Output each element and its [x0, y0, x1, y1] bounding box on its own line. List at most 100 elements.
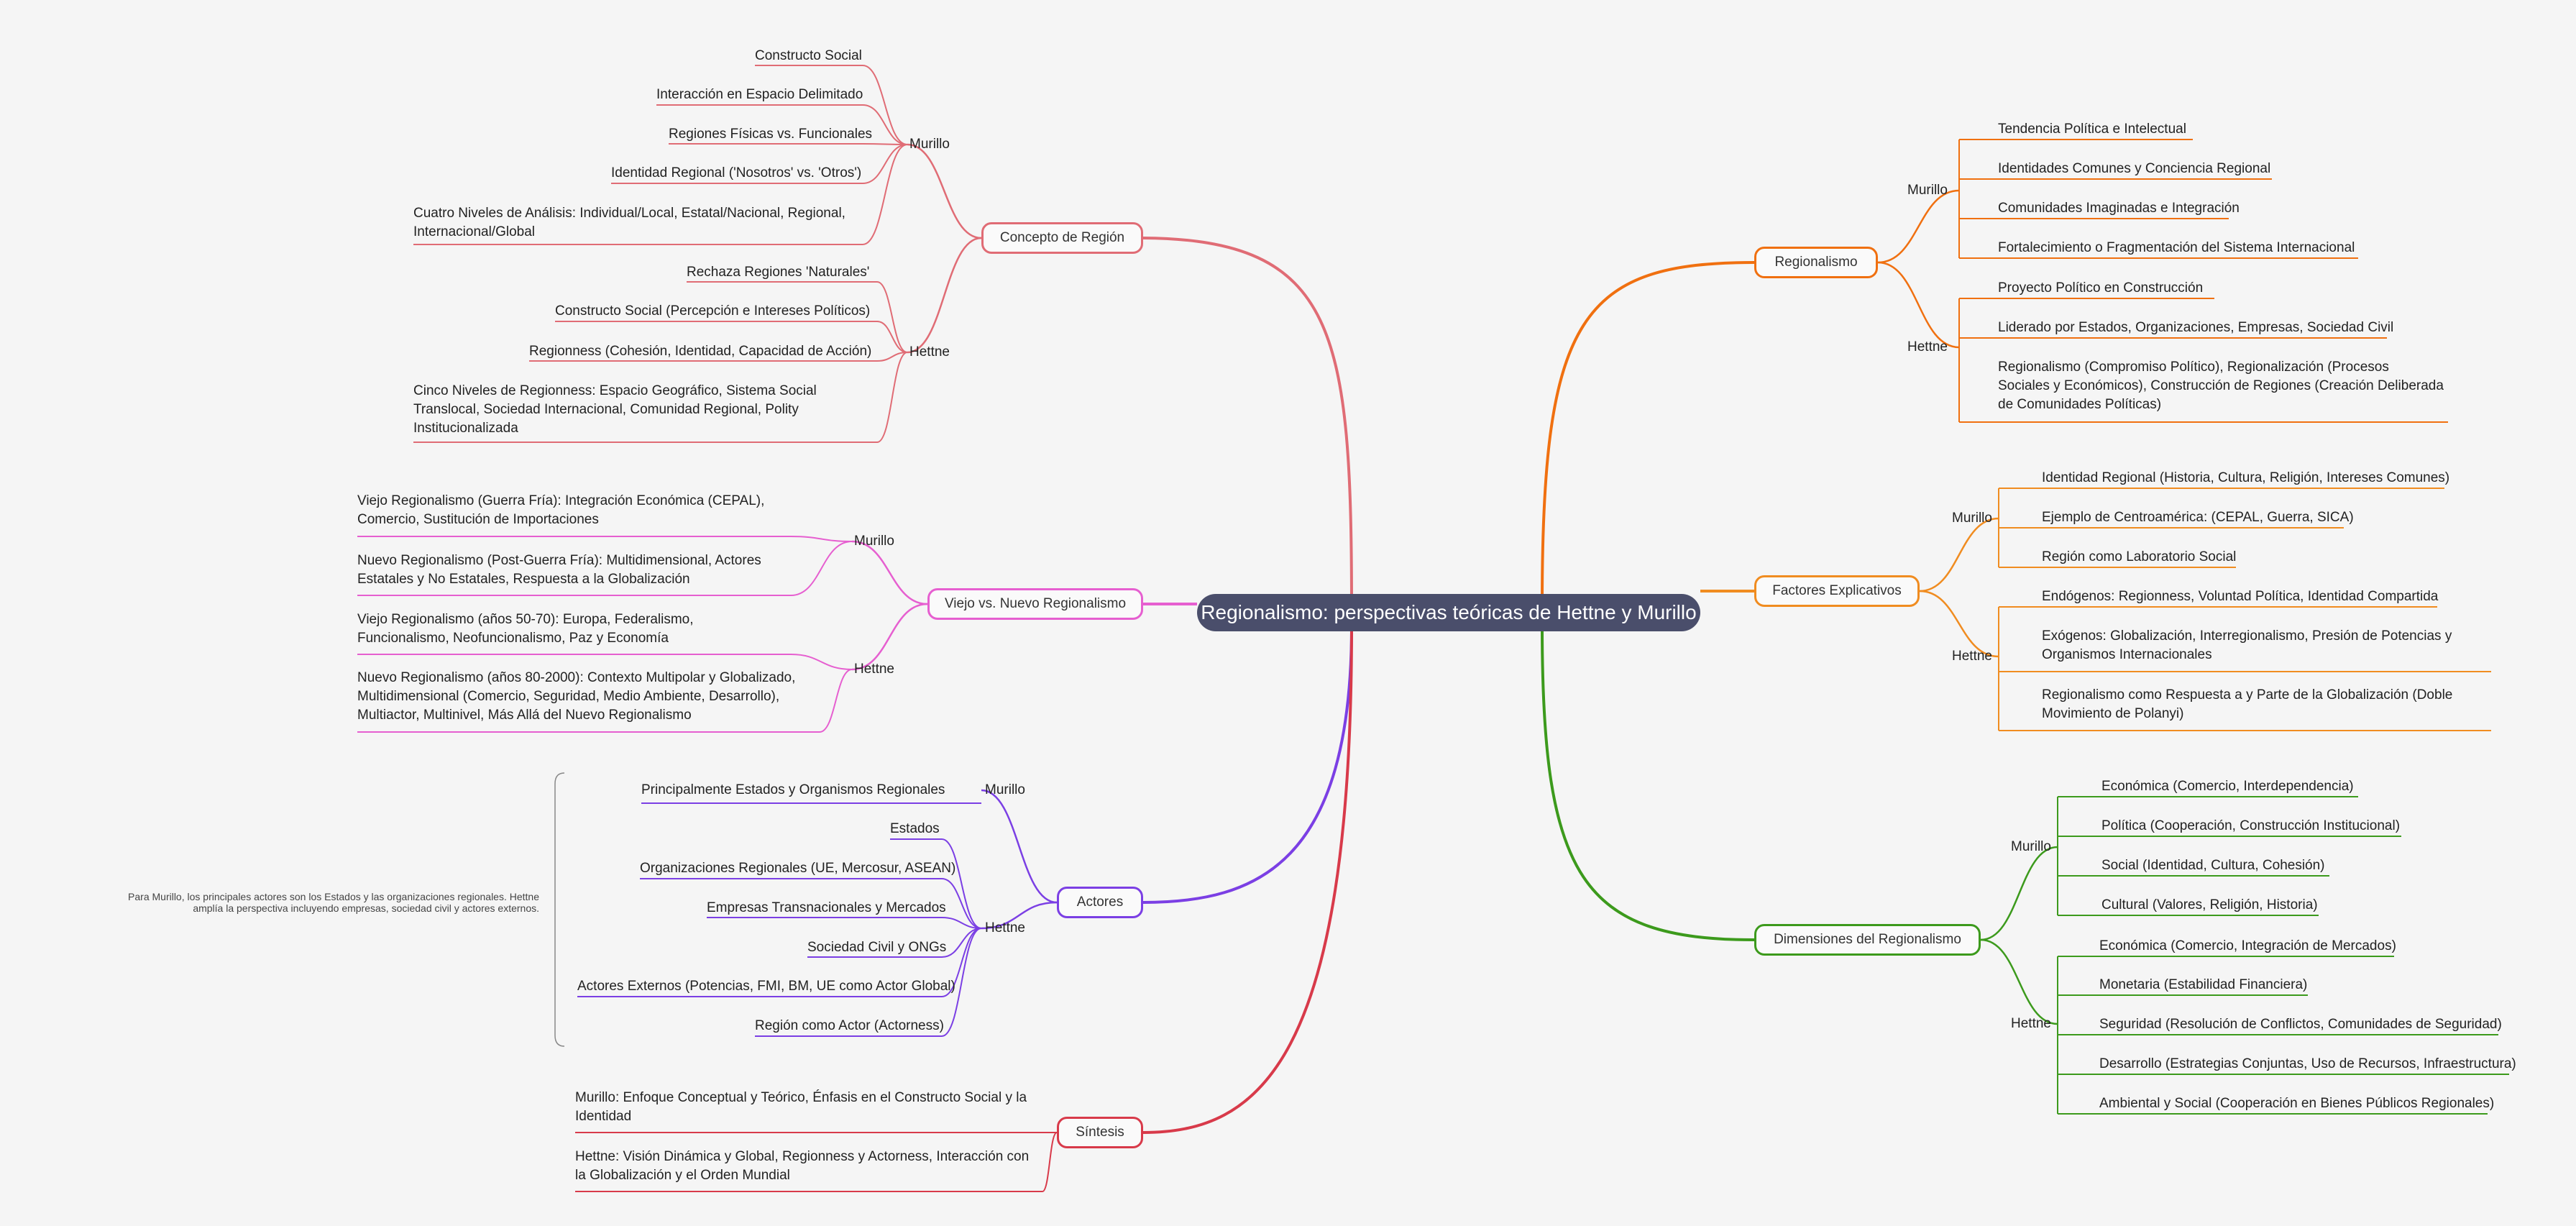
concepto-murillo-item-2[interactable]: Interacción en Espacio Delimitado — [656, 87, 863, 102]
branch-regionalismo[interactable]: Regionalismo — [1754, 247, 1878, 278]
branch-sintesis[interactable]: Síntesis — [1057, 1117, 1143, 1148]
factores-hettne-label[interactable]: Hettne — [1952, 649, 1992, 664]
edge-concepto-murillo-leaf-4 — [862, 144, 908, 184]
concepto-murillo-item-3[interactable]: Regiones Físicas vs. Funcionales — [669, 127, 873, 142]
edge-sintesis-leaf-2 — [1042, 1132, 1058, 1192]
dimensiones-murillo-label[interactable]: Murillo — [2011, 839, 2051, 854]
edge-actores-hettne — [981, 901, 1058, 930]
actores-hettne-label[interactable]: Hettne — [985, 920, 1025, 935]
sintesis-item-2[interactable]: Hettne: Visión Dinámica y Global, Region… — [575, 1149, 1030, 1183]
concepto-murillo-item-1[interactable]: Constructo Social — [755, 48, 862, 63]
dimensiones-murillo-item-3[interactable]: Social (Identidad, Cultura, Cohesión) — [2101, 858, 2325, 873]
edge-factores-hettne — [1919, 590, 1999, 658]
viejo-hettne-item-2[interactable]: Nuevo Regionalismo (años 80-2000): Conte… — [357, 670, 796, 723]
edge-viejo-hettne-leaf-2 — [819, 669, 853, 733]
dimensiones-hettne-item-1[interactable]: Económica (Comercio, Integración de Merc… — [2099, 938, 2396, 953]
actores-hettne-item-2[interactable]: Organizaciones Regionales (UE, Mercosur,… — [640, 861, 956, 876]
edge-actores-murillo — [981, 789, 1058, 904]
concepto-murillo-item-4[interactable]: Identidad Regional ('Nosotros' vs. 'Otro… — [611, 165, 862, 180]
edge-root-sintesis — [1142, 625, 1353, 1134]
concepto-murillo-label[interactable]: Murillo — [909, 137, 950, 152]
regionalismo-murillo-label[interactable]: Murillo — [1907, 183, 1948, 198]
actores-hettne-item-1[interactable]: Estados — [890, 821, 940, 836]
edge-factores-murillo — [1919, 517, 1999, 593]
edge-root-regionalismo — [1541, 261, 1755, 605]
actores-murillo-item-1[interactable]: Principalmente Estados y Organismos Regi… — [641, 782, 945, 797]
sintesis-item-1[interactable]: Murillo: Enfoque Conceptual y Teórico, É… — [575, 1090, 1027, 1124]
factores-hettne-item-2[interactable]: Exógenos: Globalización, Interregionalis… — [2042, 628, 2452, 662]
regionalismo-murillo-item-4[interactable]: Fortalecimiento o Fragmentación del Sist… — [1998, 240, 2355, 255]
edge-viejo-hettne-leaf-1 — [790, 654, 853, 670]
regionalismo-murillo-item-3[interactable]: Comunidades Imaginadas e Integración — [1998, 201, 2240, 216]
edge-root-actores — [1142, 625, 1353, 904]
edge-actores-hettne-leaf-2 — [941, 878, 982, 929]
edge-viejo-hettne — [851, 603, 928, 671]
viejo-hettne-label[interactable]: Hettne — [854, 662, 894, 677]
edge-actores-hettne-leaf-5 — [941, 928, 982, 997]
actores-note-bracket — [554, 772, 565, 1047]
actores-murillo-label[interactable]: Murillo — [985, 782, 1025, 797]
regionalismo-hettne-label[interactable]: Hettne — [1907, 339, 1948, 354]
edge-actores-hettne-leaf-3 — [941, 917, 982, 929]
dimensiones-hettne-item-4[interactable]: Desarrollo (Estrategias Conjuntas, Uso d… — [2099, 1056, 2516, 1071]
edge-root-concepto — [1142, 237, 1353, 613]
factores-murillo-item-2[interactable]: Ejemplo de Centroamérica: (CEPAL, Guerra… — [2042, 510, 2354, 525]
edge-viejo-murillo-leaf-1 — [790, 536, 853, 542]
dimensiones-murillo-item-4[interactable]: Cultural (Valores, Religión, Historia) — [2101, 897, 2318, 912]
edge-concepto-hettne-leaf-3 — [876, 352, 908, 362]
dimensiones-hettne-item-5[interactable]: Ambiental y Social (Cooperación en Biene… — [2099, 1096, 2495, 1111]
edge-concepto-murillo — [907, 143, 982, 239]
dimensiones-murillo-item-2[interactable]: Política (Cooperación, Construcción Inst… — [2101, 818, 2401, 833]
branch-factores-explicativos[interactable]: Factores Explicativos — [1754, 575, 1920, 607]
viejo-murillo-label[interactable]: Murillo — [854, 534, 894, 549]
factores-murillo-item-3[interactable]: Región como Laboratorio Social — [2042, 549, 2237, 564]
regionalismo-hettne-item-3[interactable]: Regionalismo (Compromiso Político), Regi… — [1998, 360, 2444, 412]
dimensiones-murillo-item-1[interactable]: Económica (Comercio, Interdependencia) — [2101, 779, 2354, 794]
edge-concepto-hettne — [907, 237, 982, 354]
viejo-hettne-item-1[interactable]: Viejo Regionalismo (años 50-70): Europa,… — [357, 612, 694, 646]
dimensiones-hettne-item-2[interactable]: Monetaria (Estabilidad Financiera) — [2099, 977, 2308, 992]
edge-concepto-murillo-leaf-1 — [862, 65, 908, 145]
actores-note: Para Murillo, los principales actores so… — [128, 891, 539, 914]
concepto-hettne-item-1[interactable]: Rechaza Regiones 'Naturales' — [687, 265, 870, 280]
branch-actores[interactable]: Actores — [1057, 887, 1143, 918]
actores-hettne-item-4[interactable]: Sociedad Civil y ONGs — [807, 940, 947, 955]
dimensiones-hettne-item-3[interactable]: Seguridad (Resolución de Conflictos, Com… — [2099, 1017, 2502, 1032]
concepto-hettne-item-3[interactable]: Regionness (Cohesión, Identidad, Capacid… — [529, 344, 872, 359]
edge-actores-hettne-leaf-6 — [941, 928, 982, 1037]
regionalismo-hettne-item-1[interactable]: Proyecto Político en Construcción — [1998, 280, 2204, 296]
concepto-hettne-item-2[interactable]: Constructo Social (Percepción e Interese… — [555, 303, 871, 319]
actores-hettne-item-6[interactable]: Región como Actor (Actorness) — [755, 1018, 944, 1033]
viejo-murillo-item-1[interactable]: Viejo Regionalismo (Guerra Fría): Integr… — [357, 493, 765, 527]
regionalismo-hettne-item-2[interactable]: Liderado por Estados, Organizaciones, Em… — [1998, 320, 2394, 335]
edge-dimensiones-murillo — [1980, 846, 2058, 941]
concepto-murillo-item-5[interactable]: Cuatro Niveles de Análisis: Individual/L… — [413, 206, 845, 239]
actores-hettne-item-5[interactable]: Actores Externos (Potencias, FMI, BM, UE… — [577, 979, 955, 994]
regionalismo-murillo-item-1[interactable]: Tendencia Política e Intelectual — [1998, 122, 2186, 137]
regionalismo-murillo-item-2[interactable]: Identidades Comunes y Conciencia Regiona… — [1998, 161, 2271, 176]
edge-viejo-murillo — [851, 540, 928, 605]
concepto-hettne-item-4[interactable]: Cinco Niveles de Regionness: Espacio Geo… — [413, 383, 817, 436]
edge-regionalismo-murillo — [1877, 189, 1960, 264]
edge-concepto-hettne-leaf-4 — [876, 352, 908, 443]
edge-concepto-murillo-leaf-5 — [862, 144, 908, 245]
concepto-hettne-label[interactable]: Hettne — [909, 344, 950, 360]
edge-root-dimensiones — [1541, 625, 1755, 941]
edge-concepto-murillo-leaf-3 — [862, 143, 908, 145]
edge-concepto-hettne-leaf-1 — [876, 281, 908, 353]
viejo-murillo-item-2[interactable]: Nuevo Regionalismo (Post-Guerra Fría): M… — [357, 553, 761, 587]
factores-murillo-item-1[interactable]: Identidad Regional (Historia, Cultura, R… — [2042, 470, 2450, 485]
edge-actores-hettne-leaf-1 — [941, 838, 982, 929]
factores-hettne-item-3[interactable]: Regionalismo como Respuesta a y Parte de… — [2042, 687, 2453, 721]
factores-hettne-item-1[interactable]: Endógenos: Regionness, Voluntad Política… — [2042, 589, 2439, 604]
factores-murillo-label[interactable]: Murillo — [1952, 511, 1992, 526]
branch-viejo-vs-nuevo-regionalismo[interactable]: Viejo vs. Nuevo Regionalismo — [927, 588, 1143, 620]
branch-concepto-de-region[interactable]: Concepto de Región — [981, 222, 1143, 254]
branch-dimensiones-del-regionalismo[interactable]: Dimensiones del Regionalismo — [1754, 924, 1981, 956]
dimensiones-hettne-label[interactable]: Hettne — [2011, 1016, 2051, 1031]
actores-hettne-item-3[interactable]: Empresas Transnacionales y Mercados — [707, 900, 946, 915]
edge-dimensiones-hettne — [1980, 938, 2058, 1025]
root-topic[interactable]: Regionalismo: perspectivas teóricas de H… — [1197, 594, 1700, 631]
